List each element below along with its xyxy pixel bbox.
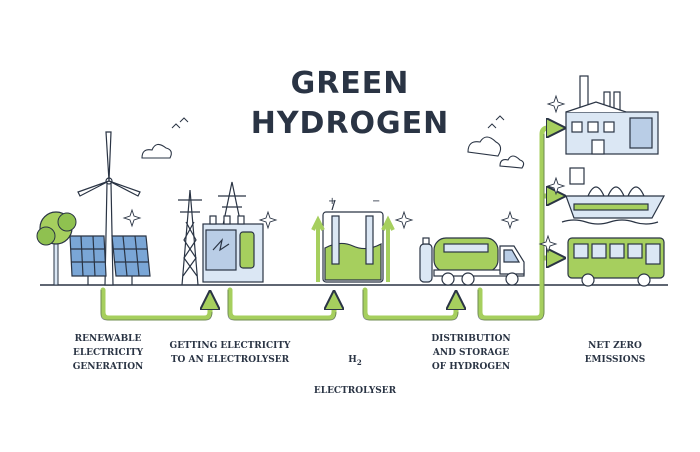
wind-turbine-icon (77, 131, 141, 286)
transformer-icon (202, 215, 264, 283)
label-h2-symbol: H (348, 355, 357, 365)
cloud-icon (141, 136, 525, 169)
factory-icon (565, 75, 659, 155)
arrow-grid-to-electrolyser (227, 287, 334, 321)
arrow-electrolyser-to-truck (362, 287, 456, 321)
label-h2-electrolyser: H2 ELECTROLYSER (280, 339, 430, 398)
label-h2-subscript: 2 (356, 357, 362, 367)
arrow-renewable-to-grid (100, 287, 210, 321)
bus-icon (567, 237, 665, 287)
label-distribution-and-storage: DISTRIBUTION AND STORAGE OF HYDROGEN (431, 334, 511, 372)
label-renewable-electricity-generation: RENEWABLE ELECTRICITY GENERATION (72, 334, 144, 372)
tanker-truck-icon (433, 237, 525, 286)
gas-cylinder-icon (419, 237, 433, 283)
title-line-2: HYDROGEN (250, 106, 450, 141)
bird-icon (171, 115, 505, 129)
sparkle-icon (122, 94, 566, 254)
title-line-1: GREEN (290, 66, 410, 101)
ship-icon (561, 167, 666, 225)
label-getting-electricity-to-electrolyser: GETTING ELECTRICITY TO AN ELECTROLYSER (169, 341, 291, 365)
solar-panel-icon (69, 235, 151, 285)
tree-icon (36, 211, 77, 286)
label-electrolyser-text: ELECTROLYSER (313, 385, 397, 396)
power-tower-icon (178, 181, 246, 286)
label-net-zero-emissions: NET ZERO EMISSIONS (584, 341, 646, 365)
svg-text:−: − (372, 196, 380, 207)
arrow-truck-to-uses (477, 128, 556, 321)
electrolyser-icon: + − (311, 196, 395, 283)
svg-text:+: + (328, 196, 336, 207)
